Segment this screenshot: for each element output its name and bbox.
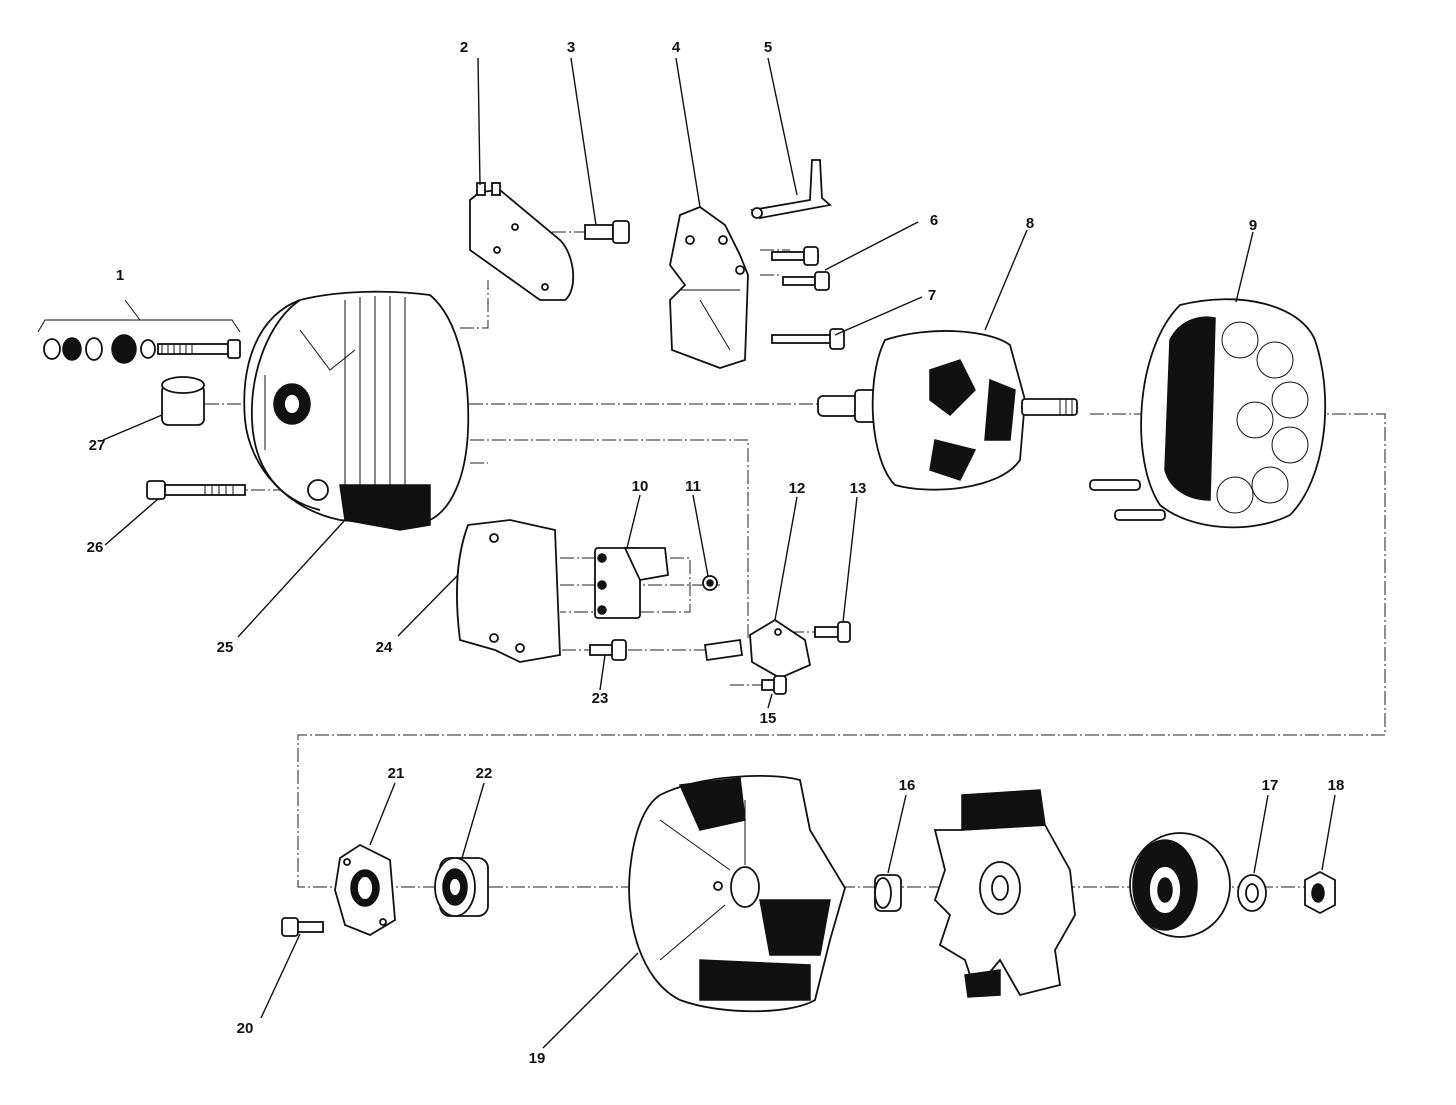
part-2-cover-plate <box>469 182 575 301</box>
part-11-nut <box>702 575 718 591</box>
callout-22: 22 <box>476 765 493 782</box>
callout-1: 1 <box>116 267 124 284</box>
part-17-washer <box>1237 874 1267 912</box>
part-25-slip-ring-end-frame <box>243 290 470 531</box>
callout-13: 13 <box>850 480 867 497</box>
callout-20: 20 <box>237 1020 254 1037</box>
callout-7: 7 <box>928 287 936 304</box>
callout-12: 12 <box>789 480 806 497</box>
callout-4: 4 <box>672 39 681 56</box>
leader-lines <box>102 57 1336 1049</box>
part-12-capacitor <box>703 618 812 680</box>
callout-9: 9 <box>1249 217 1257 234</box>
callout-23: 23 <box>592 690 609 707</box>
part-16-spacer <box>874 874 902 912</box>
part-20-screw <box>281 917 324 937</box>
callout-16: 16 <box>899 777 916 794</box>
callout-15: 15 <box>760 710 777 727</box>
callout-17: 17 <box>1262 777 1279 794</box>
part-6-screws <box>771 246 830 291</box>
part-3-screw <box>584 220 630 244</box>
part-21-retainer-plate <box>334 843 396 937</box>
part-27-bushing <box>161 376 205 426</box>
part-24-rectifier-bridge <box>456 519 561 663</box>
callout-19: 19 <box>529 1050 546 1067</box>
callout-10: 10 <box>632 478 649 495</box>
part-18-nut <box>1304 870 1336 915</box>
part-4-bracket <box>669 205 749 369</box>
pulley <box>1129 832 1231 938</box>
part-23-screw <box>589 639 627 661</box>
callout-26: 26 <box>87 539 104 556</box>
callout-25: 25 <box>217 639 234 656</box>
part-15-screw <box>761 675 787 695</box>
callout-3: 3 <box>567 39 575 56</box>
part-19-drive-end-frame <box>628 775 846 1013</box>
part-7-long-screw <box>771 328 845 350</box>
callout-11: 11 <box>685 478 701 495</box>
callout-8: 8 <box>1026 215 1034 232</box>
part-13-screw <box>814 621 851 643</box>
callout-2: 2 <box>460 39 468 56</box>
part-5-terminal-strap <box>750 159 832 219</box>
callout-5: 5 <box>764 39 772 56</box>
part-1-mount-bolt-kit <box>37 299 241 364</box>
callouts: 1 2 3 4 5 6 7 8 9 10 11 12 13 15 16 17 1… <box>87 39 1345 1067</box>
part-9-stator <box>1089 298 1327 529</box>
callout-18: 18 <box>1328 777 1345 794</box>
callout-27: 27 <box>89 437 106 454</box>
callout-21: 21 <box>388 765 405 782</box>
callout-24: 24 <box>376 639 393 656</box>
callout-6: 6 <box>930 212 938 229</box>
part-22-bearing <box>434 857 489 917</box>
part-8-rotor <box>817 330 1078 491</box>
part-10-diode-trio <box>594 547 669 619</box>
part-26-bolt <box>146 480 246 500</box>
fan <box>933 789 1076 998</box>
